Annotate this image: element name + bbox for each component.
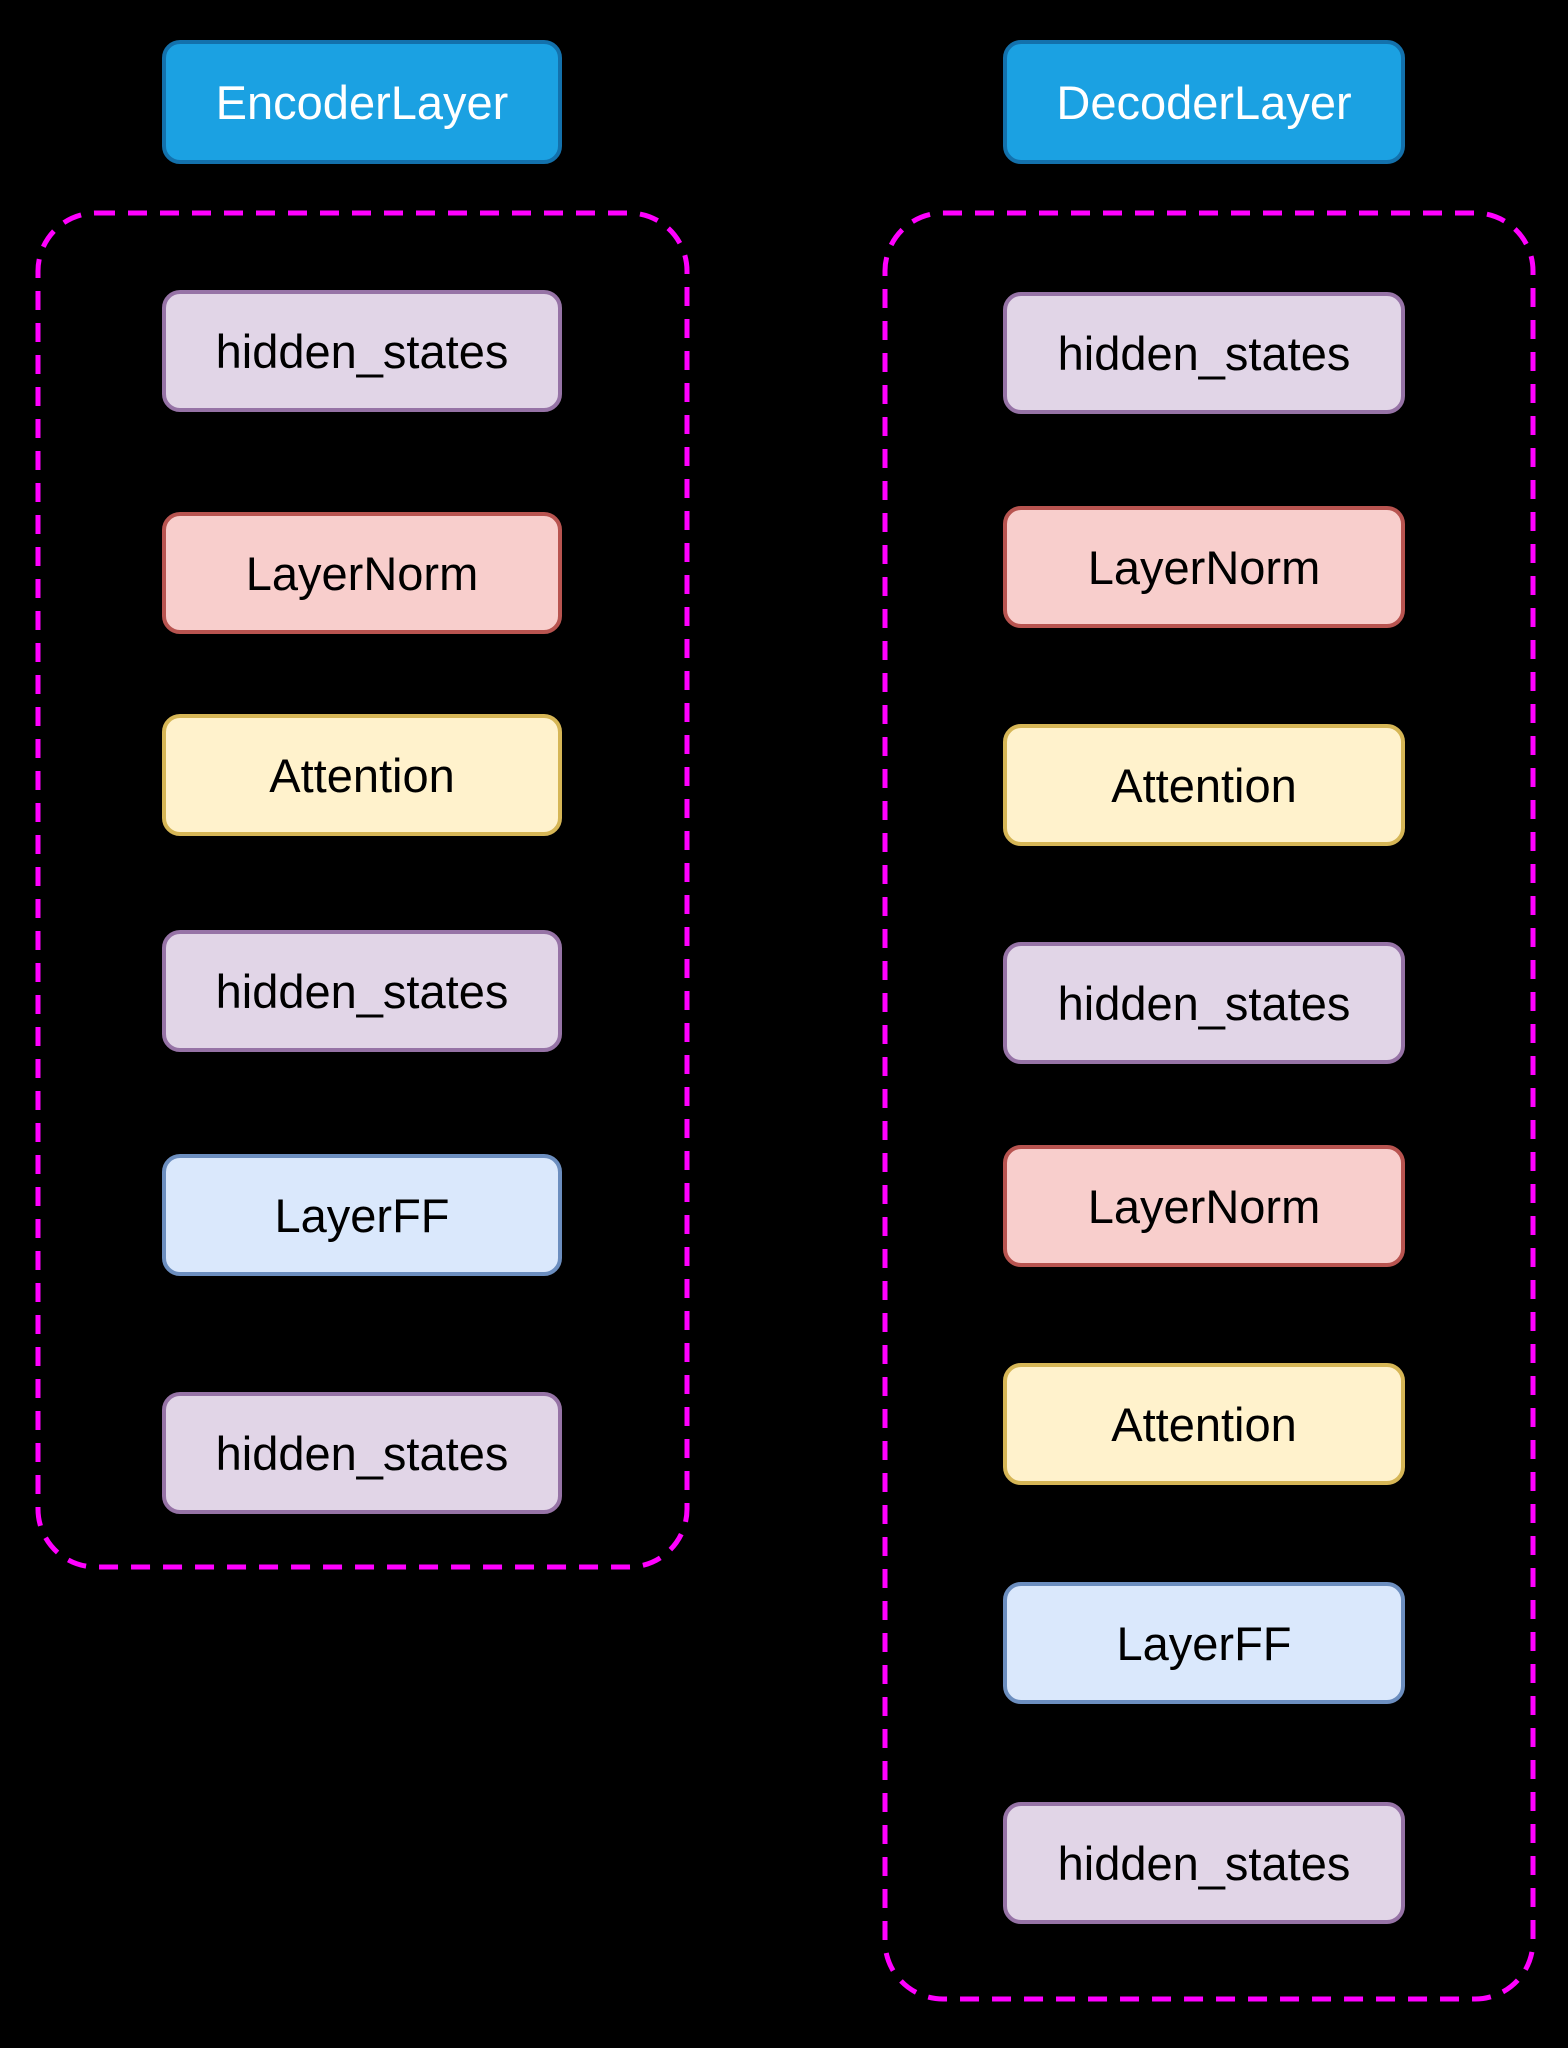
decoder-group-border <box>882 210 1536 2002</box>
decoder-node-layernorm-2: LayerNorm <box>1003 1145 1405 1267</box>
encoder-node-hidden-states-1: hidden_states <box>162 290 562 412</box>
encoder-layer-header: EncoderLayer <box>162 40 562 164</box>
decoder-node-hidden-states-1: hidden_states <box>1003 292 1405 414</box>
encoder-node-layernorm: LayerNorm <box>162 512 562 634</box>
encoder-group-border <box>35 210 690 1570</box>
decoder-group-outline <box>882 210 1536 2002</box>
encoder-node-attention: Attention <box>162 714 562 836</box>
encoder-group-outline <box>35 210 690 1570</box>
decoder-node-hidden-states-2: hidden_states <box>1003 942 1405 1064</box>
decoder-layer-header: DecoderLayer <box>1003 40 1405 164</box>
encoder-node-hidden-states-3: hidden_states <box>162 1392 562 1514</box>
encoder-node-layerff: LayerFF <box>162 1154 562 1276</box>
decoder-node-layernorm-1: LayerNorm <box>1003 506 1405 628</box>
decoder-node-hidden-states-3: hidden_states <box>1003 1802 1405 1924</box>
decoder-node-layerff: LayerFF <box>1003 1582 1405 1704</box>
decoder-node-attention-1: Attention <box>1003 724 1405 846</box>
encoder-node-hidden-states-2: hidden_states <box>162 930 562 1052</box>
decoder-node-attention-2: Attention <box>1003 1363 1405 1485</box>
